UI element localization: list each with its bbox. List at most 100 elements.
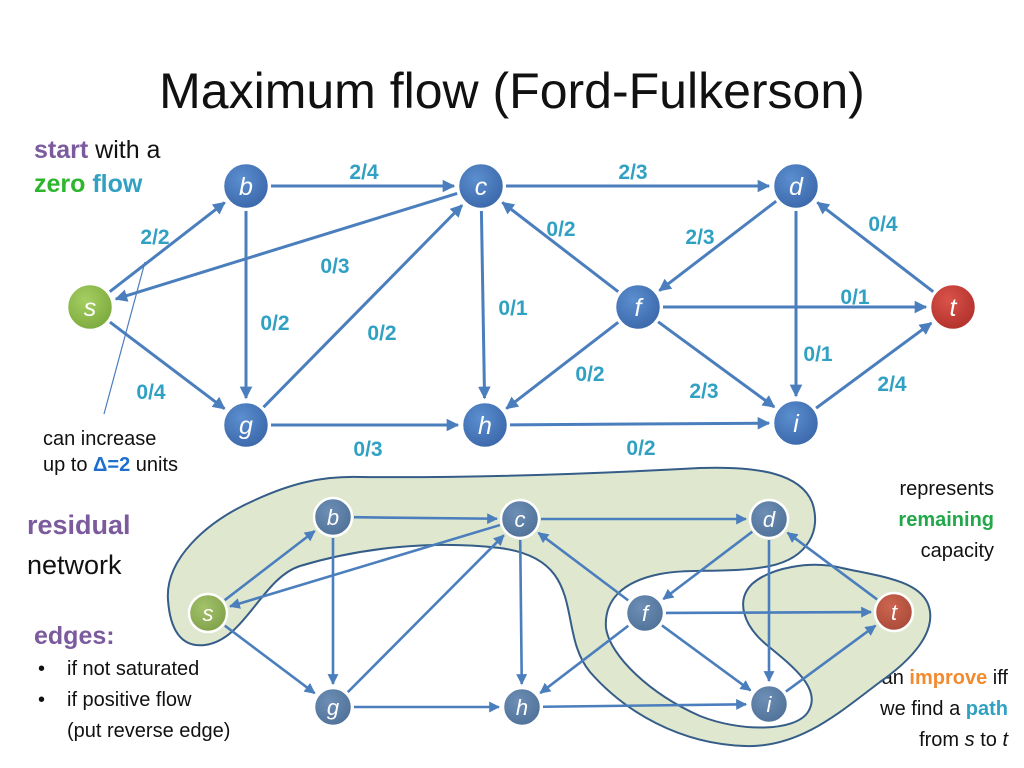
residual-node-d: d <box>748 498 790 540</box>
we-find-a-text: we find a <box>880 698 961 720</box>
residual-edge-d-f-arrow <box>662 530 754 601</box>
to-t: t <box>1002 729 1008 751</box>
residual-node-s: s <box>187 592 229 634</box>
residual-node-c-circle <box>499 498 541 540</box>
residual-edge-s-b-arrow <box>223 529 316 602</box>
edge-label-i-t: 2/4 <box>877 373 907 396</box>
node-g: g <box>221 400 271 450</box>
node-g-label: g <box>239 412 253 440</box>
residual-node-t-circle <box>873 591 915 633</box>
node-i: i <box>771 398 821 448</box>
residual-edge-c-h-arrow <box>516 539 528 686</box>
increase-line1: can increase <box>43 428 157 450</box>
residual-node-h-label: h <box>516 695 528 720</box>
residual-path-region <box>166 466 932 748</box>
residual-node-i-circle <box>748 683 790 725</box>
node-f-label: f <box>635 294 645 322</box>
residual-node-d-circle <box>748 498 790 540</box>
node-h-label: h <box>478 412 492 440</box>
residual-node-b-label: b <box>327 505 339 530</box>
edge-label-f-i: 2/3 <box>689 380 718 403</box>
delta-value: Δ=2 <box>93 454 131 476</box>
from-s: s <box>964 729 975 751</box>
residual-edge-h-i-arrow <box>542 698 748 710</box>
bullet-dot: • <box>38 658 46 680</box>
residual-node-d-label: d <box>763 507 776 532</box>
with-a-text: with a <box>95 136 161 164</box>
residual-node-h: h <box>501 686 543 728</box>
node-f: f <box>613 282 663 332</box>
node-d-circle <box>771 161 821 211</box>
iff-text: iff <box>992 667 1008 689</box>
top-nodes: s b c d f t g h i <box>65 161 978 450</box>
edge-label-s-g: 0/4 <box>136 381 166 404</box>
edge-label-f-h: 0/2 <box>575 363 604 386</box>
node-d: d <box>771 161 821 211</box>
node-i-label: i <box>793 410 800 438</box>
bullet-text-2: if positive flow <box>67 689 192 711</box>
node-i-circle <box>771 398 821 448</box>
node-s-label: s <box>84 294 97 322</box>
residual-node-f-circle <box>624 592 666 634</box>
node-c-label: c <box>475 173 488 201</box>
edge-label-d-f: 2/3 <box>685 226 714 249</box>
residual-node-i-label: i <box>767 692 773 717</box>
bottom-edges <box>223 513 878 713</box>
residual-edge-f-i-arrow <box>661 624 752 692</box>
node-s-circle <box>65 282 115 332</box>
residual-node-g: g <box>312 686 354 728</box>
node-s: s <box>65 282 115 332</box>
represents-line1: represents <box>899 478 995 500</box>
residual-edge-g-c-arrow <box>346 534 505 694</box>
edge-c-s-arrow <box>114 191 458 302</box>
bullet-dot: • <box>38 689 46 711</box>
edge-c-h-arrow <box>478 210 491 400</box>
capacity-word: capacity <box>920 540 994 562</box>
edge-label-s-b: 2/2 <box>140 226 169 249</box>
residual-edge-c-s-arrow <box>228 523 501 609</box>
edge-label-t-d: 0/4 <box>868 213 898 236</box>
edge-label-b-g: 0/2 <box>260 312 289 335</box>
from-text: from <box>919 729 960 751</box>
edge-g-c-arrow <box>262 204 464 409</box>
flow-word: flow <box>92 170 143 198</box>
residual-node-h-circle <box>501 686 543 728</box>
edge-f-c-arrow <box>501 201 620 293</box>
edge-label-f-t: 0/1 <box>840 286 870 309</box>
residual-node-b: b <box>312 496 354 538</box>
node-b: b <box>221 161 271 211</box>
increase-pointer-line <box>103 261 146 415</box>
residual-node-s-label: s <box>203 601 214 626</box>
zero-word: zero <box>34 170 86 198</box>
start-note: start with a zero flow <box>34 133 160 201</box>
edge-i-t-arrow <box>815 321 933 410</box>
node-c: c <box>456 161 506 211</box>
edge-label-h-i: 0/2 <box>626 437 655 460</box>
improve-note: can improve iff we find a path from s to… <box>872 663 1008 756</box>
up-to-text: up to <box>43 454 88 476</box>
node-t-circle <box>928 282 978 332</box>
increase-note: can increase up to Δ=2 units <box>43 426 178 478</box>
node-h-circle <box>460 400 510 450</box>
to-text: to <box>980 729 997 751</box>
units-text: units <box>135 454 179 476</box>
residual-node-g-circle <box>312 686 354 728</box>
residual-edge-f-c-arrow <box>537 531 629 602</box>
edge-h-i-arrow <box>509 416 771 430</box>
residual-node-i: i <box>748 683 790 725</box>
edge-label-c-h: 0/1 <box>498 297 528 320</box>
node-t-label: t <box>950 294 958 322</box>
bullet-text-1: if not saturated <box>67 658 200 680</box>
bullet-not-saturated: • if not saturated <box>34 654 230 685</box>
edge-s-g-arrow <box>109 320 226 410</box>
bullet-positive-flow: •if positive flow(put reverse edge) <box>34 685 230 747</box>
edges-note: edges: •if not saturated •if positive fl… <box>34 618 230 747</box>
edge-label-c-d: 2/3 <box>618 161 647 184</box>
node-c-circle <box>456 161 506 211</box>
residual-edge-f-h-arrow <box>539 624 630 695</box>
network-word: network <box>27 550 122 580</box>
residual-node-c: c <box>499 498 541 540</box>
edge-label-b-c: 2/4 <box>349 161 379 184</box>
